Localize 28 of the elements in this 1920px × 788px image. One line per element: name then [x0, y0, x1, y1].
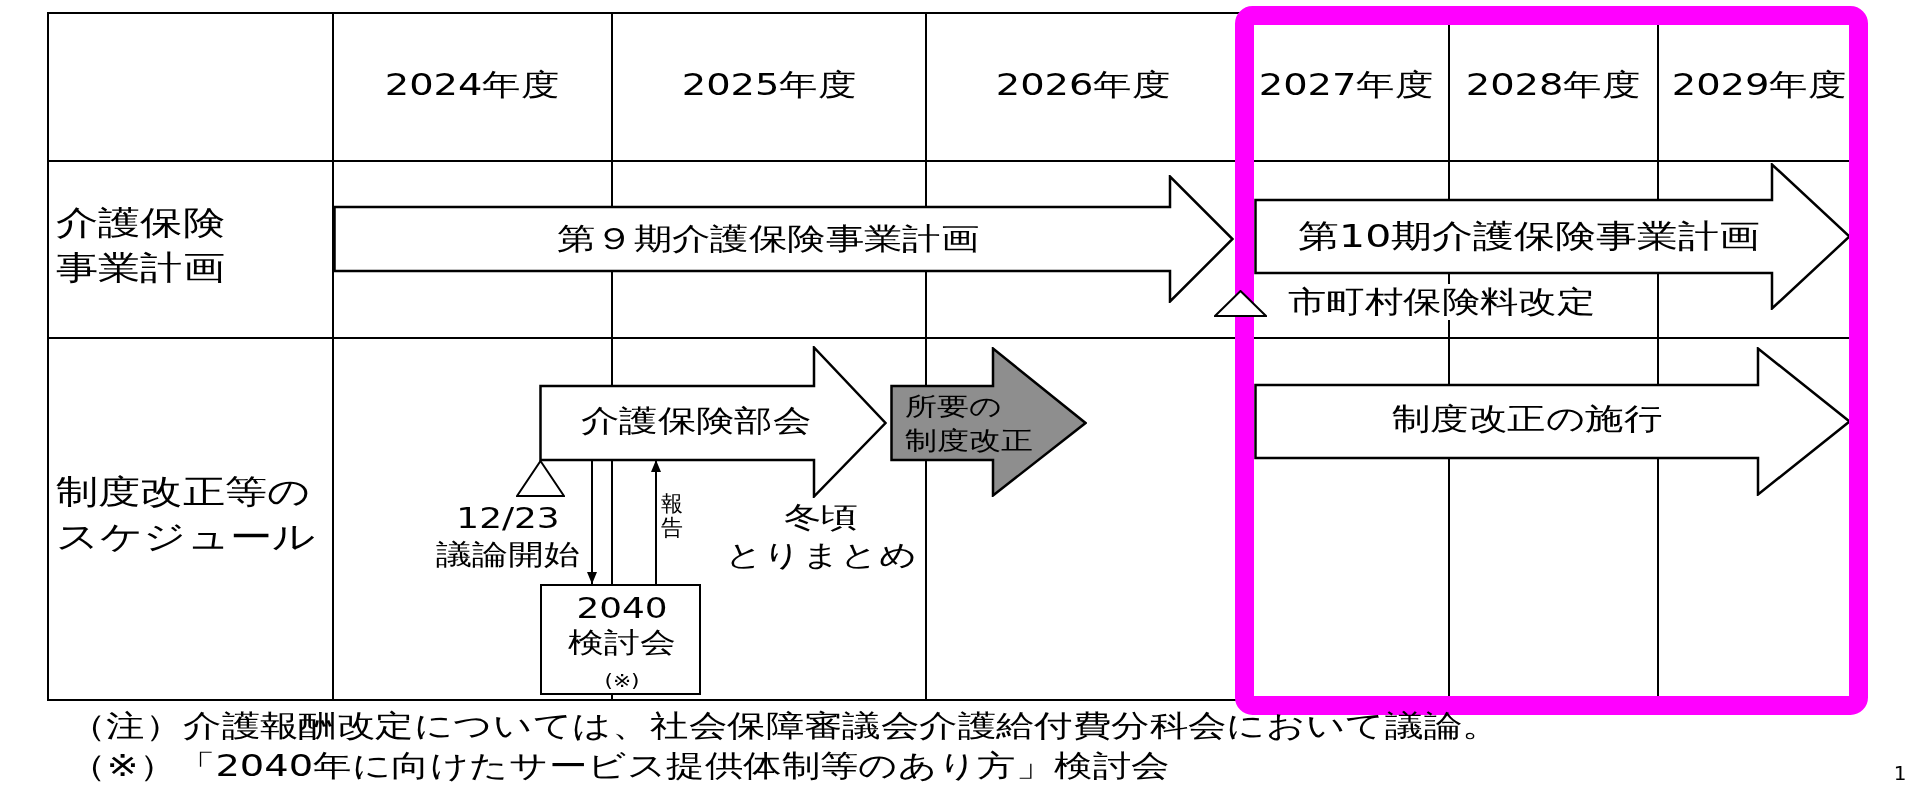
column-header: 2026年度 — [995, 67, 1171, 103]
box-title: 2040検討会 — [568, 592, 676, 660]
column-header: 2024年度 — [384, 67, 560, 103]
milestone-label: 市町村保険料改定 — [1288, 284, 1596, 320]
timeline-bar — [890, 347, 1087, 497]
bar-title: 制度改正の施行 — [1391, 401, 1663, 437]
footnote: （注）介護報酬改定については、社会保障審議会介護給付費分科会において議論。 — [68, 708, 1501, 744]
bar-title: 介護保険部会 — [580, 403, 812, 439]
bar-title: 第10期介護保険事業計画 — [1298, 216, 1760, 256]
process-box — [540, 584, 701, 695]
row-header: 制度改正等のスケジュール — [56, 471, 316, 558]
milestone-label: 冬頃とりまとめ — [725, 499, 917, 574]
column-header: 2028年度 — [1465, 67, 1641, 103]
timeline-bar — [333, 175, 1234, 303]
column-header: 2027年度 — [1258, 67, 1434, 103]
column-header: 2029年度 — [1671, 67, 1847, 103]
page-number: 1 — [1893, 761, 1907, 785]
milestone-label: 12/23 議論開始 — [436, 500, 580, 573]
row-header: 介護保険事業計画 — [56, 202, 225, 289]
edge-label: 報告 — [661, 491, 683, 541]
arrow — [651, 459, 661, 585]
footnote: （※）「2040年に向けたサービス提供体制等のあり方」検討会 — [68, 748, 1170, 784]
column-header: 2025年度 — [681, 67, 857, 103]
note-mark: (※) — [604, 670, 640, 692]
timeline-bar — [1254, 347, 1851, 496]
bar-title: 所要の制度改正 — [905, 391, 1033, 457]
arrow — [587, 459, 597, 585]
bar-title: 第９期介護保険事業計画 — [556, 221, 980, 257]
